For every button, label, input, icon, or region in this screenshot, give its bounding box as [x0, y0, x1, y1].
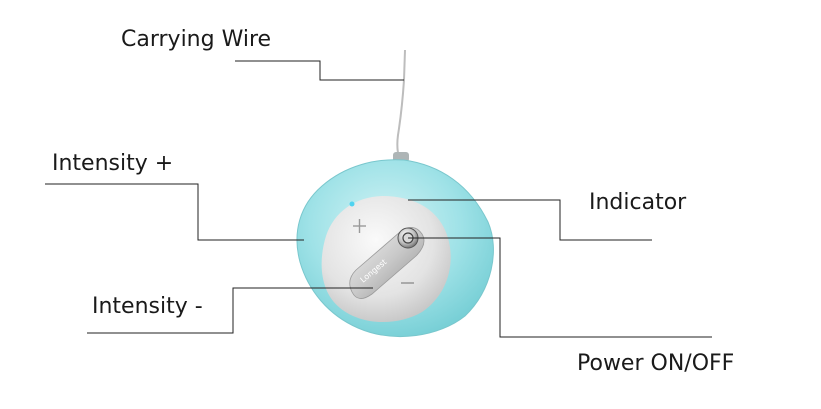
- label-carrying-wire: Carrying Wire: [121, 27, 272, 52]
- label-intensity-minus: Intensity -: [92, 294, 203, 319]
- leader-indicator: [408, 199, 652, 241]
- leader-intensity-plus: [45, 183, 304, 241]
- leader-carrying-wire: [235, 60, 404, 81]
- leader-power: [408, 237, 712, 338]
- label-power: Power ON/OFF: [577, 351, 735, 376]
- carrying-wire: [396, 49, 406, 161]
- leader-lines: [45, 60, 712, 338]
- plus-mark: [353, 219, 366, 233]
- indicator-light: [349, 201, 355, 207]
- leader-intensity-minus: [87, 287, 373, 334]
- label-intensity-plus: Intensity +: [52, 151, 174, 176]
- label-indicator: Indicator: [589, 190, 687, 215]
